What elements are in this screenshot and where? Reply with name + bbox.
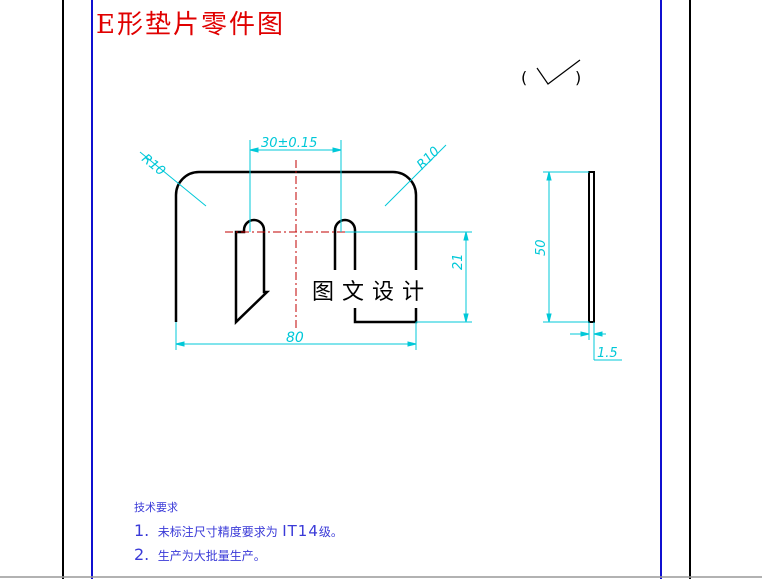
- note-2-text: 生产为大批量生产。: [157, 549, 266, 563]
- dim-radius-left: [139, 151, 207, 207]
- dim-slot-depth-label: 21: [451, 253, 466, 270]
- note-item-1: 1. 未标注尺寸精度要求为 IT14级。: [134, 523, 343, 540]
- watermark: 图文设计: [300, 270, 460, 308]
- dim-slot-spacing: [249, 140, 342, 232]
- technical-requirements: 技术要求 1. 未标注尺寸精度要求为 IT14级。 2. 生产为大批量生产。: [134, 500, 343, 564]
- dim-height: [543, 171, 589, 323]
- dim-slot-depth: [345, 231, 472, 323]
- notes-heading: 技术要求: [134, 501, 178, 514]
- note-item-2: 2. 生产为大批量生产。: [134, 547, 343, 564]
- svg-text:(: (: [521, 68, 527, 87]
- note-1-suffix: 级。: [318, 525, 343, 539]
- dim-overall-width-label: 80: [286, 330, 304, 346]
- roughness-symbol: ( ): [521, 59, 581, 87]
- svg-text:): ): [575, 68, 581, 87]
- drawing-title: E形垫片零件图: [96, 10, 285, 40]
- note-1-text: 未标注尺寸精度要求为: [157, 525, 278, 539]
- side-view-outline: [588, 171, 595, 323]
- note-2-number: 2.: [134, 545, 150, 564]
- dim-radius-left-label: R10: [138, 151, 167, 179]
- dim-radius-right: [384, 144, 447, 207]
- dim-slot-spacing-label: 30±0.15: [261, 136, 317, 151]
- watermark-text: 图文设计: [312, 280, 433, 305]
- dim-thickness: [570, 322, 622, 361]
- dim-radius-right-label: R10: [414, 144, 443, 173]
- dim-overall-width: [175, 322, 417, 350]
- note-1-number: 1.: [134, 521, 150, 540]
- dim-height-label: 50: [534, 239, 549, 256]
- note-1-grade: IT14: [282, 522, 319, 540]
- dim-thickness-label: 1.5: [597, 346, 618, 361]
